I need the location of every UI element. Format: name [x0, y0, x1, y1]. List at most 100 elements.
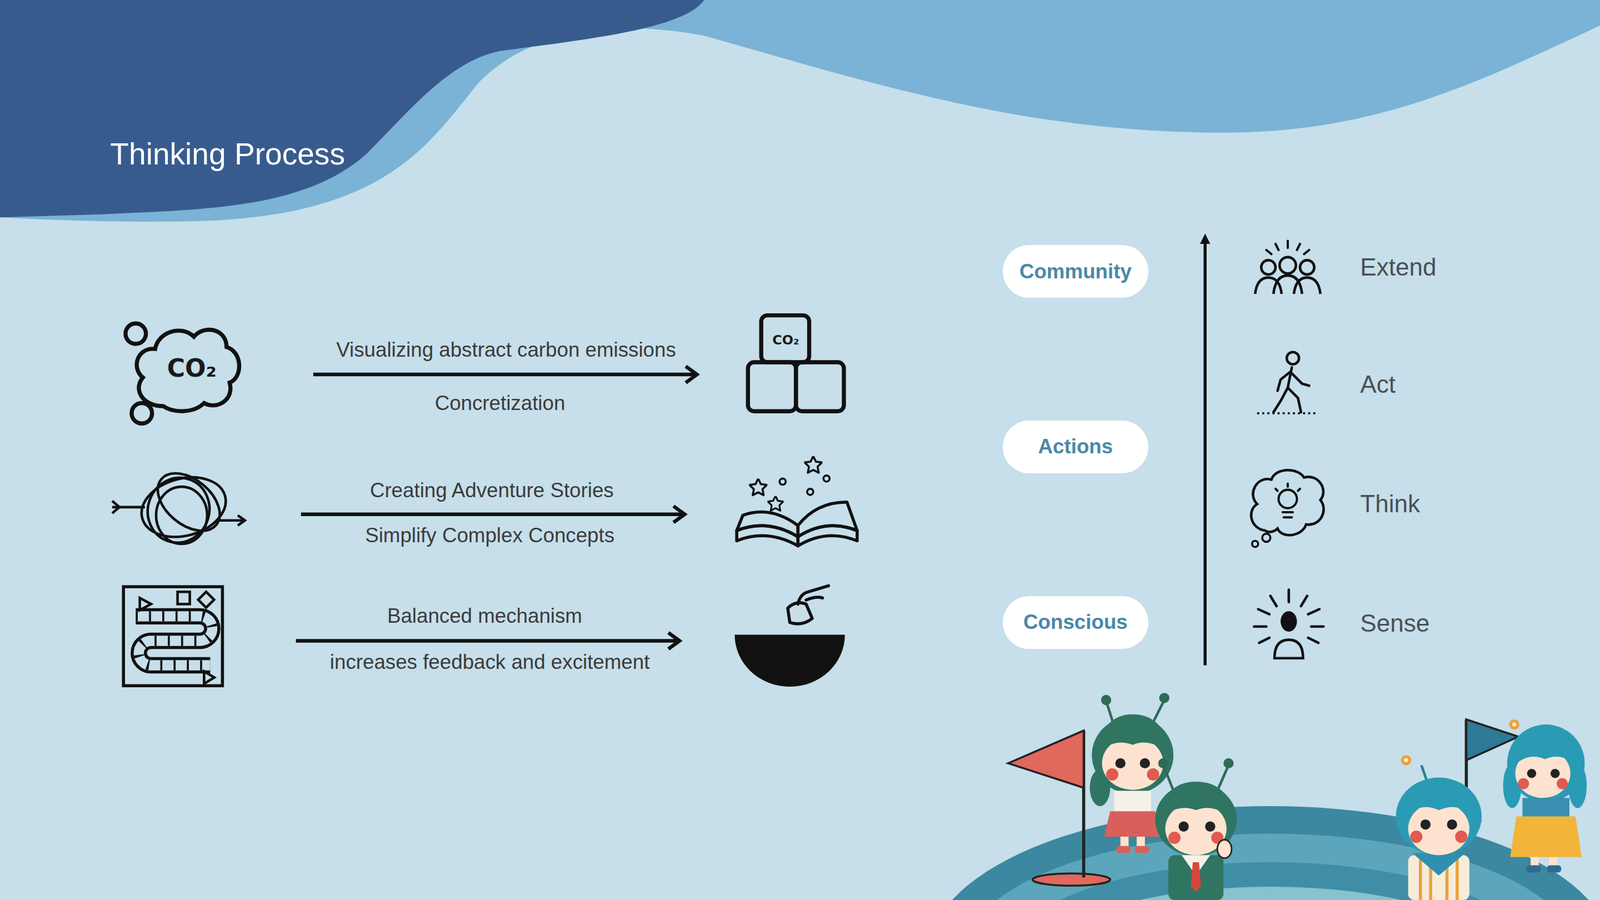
- character-scarf: [1412, 853, 1466, 876]
- sparkle-star: [804, 456, 822, 473]
- character-eye: [1446, 819, 1457, 830]
- stage-pill: Actions: [1002, 420, 1149, 474]
- people-icon: [1300, 260, 1315, 275]
- slide-title: Thinking Process: [110, 135, 345, 173]
- character-hand: [1217, 840, 1232, 859]
- pill-label: Community: [1019, 260, 1132, 284]
- character-shirt: [1522, 797, 1569, 819]
- board-game-icon: [123, 586, 223, 686]
- book-page: [797, 502, 858, 537]
- flag-base: [1032, 873, 1111, 886]
- character-shoe: [1134, 846, 1149, 854]
- character-eye: [1420, 819, 1431, 830]
- arrow-line: [296, 638, 677, 643]
- flag: [1008, 730, 1084, 788]
- sparkle-star: [767, 496, 784, 512]
- character-eye: [1178, 821, 1189, 832]
- board-square: [177, 591, 190, 604]
- scribble-loop: [156, 486, 208, 544]
- people-icon: [1261, 260, 1276, 275]
- board-cells: [135, 616, 213, 665]
- stage-label: Act: [1360, 370, 1396, 400]
- character-jacket: [1168, 855, 1224, 900]
- board-track: [135, 616, 213, 665]
- character-antenna: [1223, 758, 1234, 769]
- stage-label: Think: [1360, 489, 1420, 519]
- character-eye: [1527, 768, 1537, 779]
- sense-icon-head: [1280, 611, 1297, 632]
- arrow-line: [313, 372, 694, 377]
- character-shoe: [1526, 865, 1542, 873]
- wave-dark: [0, 0, 704, 218]
- co2-cloud-icon: [136, 330, 239, 412]
- character-flower: [1509, 719, 1520, 730]
- character-antenna: [1158, 758, 1169, 769]
- bubble: [131, 403, 153, 424]
- character-bangs: [1510, 730, 1582, 770]
- lightbulb-icon-lines: [1275, 483, 1300, 518]
- thought-bubble: [1252, 540, 1259, 547]
- arrow-label: Visualizing abstract carbon emissions: [336, 337, 677, 363]
- wave-light: [0, 0, 1600, 222]
- people-icon-rays: [1266, 240, 1309, 254]
- pill-label: Actions: [1038, 435, 1114, 459]
- icon-text: CO₂: [167, 353, 217, 384]
- progress-axis-head: [1200, 233, 1210, 244]
- arrow-label: Balanced mechanism: [387, 603, 583, 629]
- character-flower: [1403, 758, 1408, 763]
- character-hair: [1396, 777, 1482, 856]
- arrow-head: [673, 506, 685, 523]
- sparkle-dot: [823, 475, 830, 482]
- character-bangs: [1397, 779, 1482, 823]
- people-icon-bodies: [1255, 275, 1321, 294]
- character-skirt: [1103, 811, 1162, 837]
- character-hair: [1507, 724, 1585, 803]
- character-skirt: [1510, 816, 1582, 857]
- character-tie: [1190, 862, 1201, 892]
- stage-pill: Conscious: [1002, 596, 1149, 650]
- walker-icon-body: [1273, 367, 1309, 413]
- ground-ring: [964, 833, 1577, 900]
- character-flower: [1401, 755, 1412, 765]
- thought-bubble: [1262, 533, 1271, 543]
- character-cheek: [1556, 778, 1568, 790]
- character-shoe: [1546, 865, 1562, 873]
- character-eye: [1550, 768, 1560, 779]
- arrow-head: [668, 632, 680, 649]
- character-flower: [1512, 722, 1517, 727]
- character-eye: [1140, 758, 1150, 769]
- character-antenna: [1159, 692, 1170, 703]
- arrow-label: Creating Adventure Stories: [370, 478, 614, 503]
- character-cheek: [1410, 830, 1423, 843]
- scribble-head: [237, 515, 245, 526]
- character-cheek: [1168, 831, 1181, 844]
- character-bangs: [1093, 714, 1172, 758]
- character-bangs: [1157, 781, 1235, 823]
- walker-icon: [1286, 352, 1299, 365]
- sparkle-dot: [807, 488, 814, 495]
- arrow-label: Simplify Complex Concepts: [365, 523, 615, 548]
- people-icon: [1279, 257, 1296, 274]
- character-cheek: [1455, 830, 1468, 843]
- cube-icon: [761, 315, 809, 363]
- book-page: [736, 511, 798, 537]
- character-shoe: [1116, 846, 1131, 854]
- cube-icon: [796, 362, 844, 412]
- lightbulb-icon: [1278, 490, 1297, 509]
- board-track-inner: [135, 616, 213, 665]
- character-antenna: [1164, 767, 1174, 791]
- scribble-loop: [138, 468, 219, 552]
- arrow-label: Concretization: [435, 390, 566, 415]
- stage-label: Extend: [1360, 252, 1437, 283]
- thought-icon: [1251, 470, 1324, 535]
- stage-pill: Community: [1002, 245, 1149, 299]
- character-antenna: [1217, 767, 1228, 791]
- arrow-head: [685, 366, 697, 383]
- character-shirt: [1114, 790, 1152, 813]
- bubble: [125, 323, 147, 344]
- bowl-icon: [734, 634, 845, 687]
- sparkle-star: [749, 478, 767, 495]
- weight-tag: [787, 602, 813, 624]
- sparkle-dot: [779, 478, 786, 485]
